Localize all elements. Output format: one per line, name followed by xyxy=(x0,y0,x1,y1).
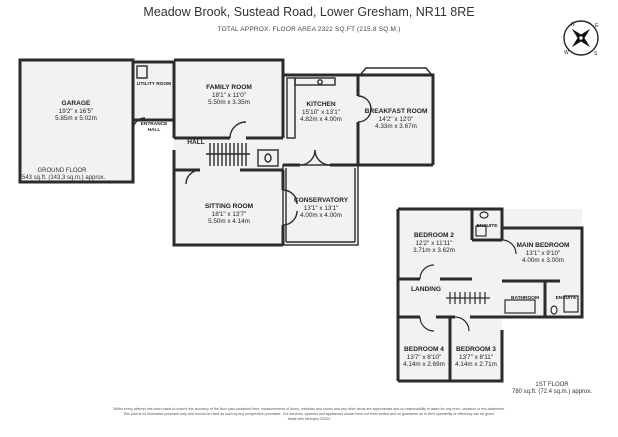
room-name-garage: GARAGE xyxy=(61,100,91,107)
room-name-hall: HALL xyxy=(187,139,205,146)
first-floor-area: 780 sq.ft. (72.4 sq.m.) approx. xyxy=(511,389,593,396)
room-dim-metric-conservatory: 4.00m x 4.00m xyxy=(300,212,342,220)
room-dim-imperial-bedroom-3: 13'7" x 8'11" xyxy=(458,353,494,361)
compass-letter-w: W xyxy=(564,50,569,56)
room-label-conservatory: CONSERVATORY 13'1" x 13'1" 4.00m x 4.00m xyxy=(294,197,348,220)
room-name-conservatory: CONSERVATORY xyxy=(293,197,349,204)
room-dim-imperial-conservatory: 13'1" x 13'1" xyxy=(303,204,339,212)
room-label-garage: GARAGE 19'2" x 16'5" 5.85m x 5.02m xyxy=(55,100,97,123)
room-label-bedroom-2: BEDROOM 2 12'2" x 11'11" 3.71m x 3.62m xyxy=(413,232,455,255)
room-label-bedroom-4: BEDROOM 4 13'7" x 8'10" 4.14m x 2.69m xyxy=(403,346,445,369)
room-label-hall: HALL xyxy=(187,139,205,147)
room-name-ensuite-1: ENSUITE xyxy=(476,224,498,229)
room-dim-imperial-main-bedroom: 13'1" x 9'10" xyxy=(525,249,561,257)
room-label-entrance-hall: ENTRANCE HALL xyxy=(141,122,168,133)
room-name-sitting: SITTING ROOM xyxy=(204,203,254,210)
room-name-entrance: ENTRANCE xyxy=(140,122,168,127)
room-name-kitchen: KITCHEN xyxy=(306,101,336,108)
ground-floor-name: GROUND FLOOR xyxy=(37,168,87,174)
room-name-breakfast: BREAKFAST ROOM xyxy=(364,108,428,115)
room-label-bedroom-3: BEDROOM 3 13'7" x 8'11" 4.14m x 2.71m xyxy=(455,346,497,369)
room-name-utility: UTILITY ROOM xyxy=(136,82,172,87)
first-floor-name: 1ST FLOOR xyxy=(535,382,569,388)
room-dim-metric-bedroom-3: 4.14m x 2.71m xyxy=(455,361,497,369)
room-name-bedroom-3: BEDROOM 3 xyxy=(456,346,496,353)
room-dim-imperial-breakfast: 14'2" x 12'0" xyxy=(378,115,414,123)
room-dim-metric-garage: 5.85m x 5.02m xyxy=(55,115,97,123)
property-address-title: Meadow Brook, Sustead Road, Lower Gresha… xyxy=(143,5,475,19)
room-dim-imperial-bedroom-4: 13'7" x 8'10" xyxy=(406,353,442,361)
room-name-bedroom-2: BEDROOM 2 xyxy=(414,232,454,239)
room-dim-imperial-family: 18'1" x 11'0" xyxy=(211,91,247,99)
room-name-bedroom-4: BEDROOM 4 xyxy=(404,346,444,353)
room-name-bathroom: BATHROOM xyxy=(511,296,539,301)
room-label-main-bedroom: MAIN BEDROOM 13'1" x 9'10" 4.00m x 3.00m xyxy=(516,242,569,265)
room-dim-imperial-bedroom-2: 12'2" x 11'11" xyxy=(415,239,453,247)
room-dim-metric-main-bedroom: 4.00m x 3.00m xyxy=(522,257,564,265)
room-dim-imperial-sitting: 18'1" x 13'7" xyxy=(211,210,247,218)
room-label-family-room: FAMILY ROOM 18'1" x 11'0" 5.50m x 3.35m xyxy=(206,84,252,107)
disclaimer-line-1: Whilst every attempt has been made to en… xyxy=(113,407,505,411)
room-dim-imperial-kitchen: 15'10" x 13'1" xyxy=(301,108,341,116)
room-name-entrance-hall: HALL xyxy=(147,127,161,133)
room-label-breakfast-room: BREAKFAST ROOM 14'2" x 12'0" 4.33m x 3.6… xyxy=(365,108,428,131)
room-dim-metric-bedroom-4: 4.14m x 2.69m xyxy=(403,361,445,369)
disclaimer-text: Whilst every attempt has been made to en… xyxy=(10,407,608,423)
room-label-kitchen: KITCHEN 15'10" x 13'1" 4.82m x 4.00m xyxy=(300,101,342,124)
room-dim-metric-bedroom-2: 3.71m x 3.62m xyxy=(413,247,455,255)
room-name-ensuite-2: ENSUITE xyxy=(555,296,577,301)
ground-floor-area: 1543 sq.ft. (143.3 sq.m.) approx. xyxy=(18,175,106,182)
room-dim-metric-breakfast: 4.33m x 3.67m xyxy=(375,123,417,131)
room-name-family: FAMILY ROOM xyxy=(206,84,252,91)
ground-floor-area-label: GROUND FLOOR 1543 sq.ft. (143.3 sq.m.) a… xyxy=(19,168,106,183)
room-name-main-bedroom: MAIN BEDROOM xyxy=(516,242,570,249)
compass-letter-e: E xyxy=(595,23,599,29)
room-dim-metric-kitchen: 4.82m x 4.00m xyxy=(300,116,342,124)
compass-letter-s: S xyxy=(594,51,598,57)
room-dim-imperial-garage: 19'2" x 16'5" xyxy=(58,107,94,115)
room-dim-metric-family: 5.50m x 3.35m xyxy=(208,99,250,107)
total-floor-area: TOTAL APPROX. FLOOR AREA 2322 SQ.FT (215… xyxy=(217,26,401,33)
disclaimer-line-2: This plan is for illustrative purposes o… xyxy=(123,412,495,417)
room-name-landing: LANDING xyxy=(410,286,442,293)
room-dim-metric-sitting: 5.50m x 4.14m xyxy=(208,218,250,226)
compass-rose-icon: N E S W xyxy=(563,20,599,57)
disclaimer-line-3: Made with Metropix ©2022 xyxy=(287,417,331,422)
compass-letter-n: N xyxy=(571,22,575,28)
first-floor-area-label: 1ST FLOOR 780 sq.ft. (72.4 sq.m.) approx… xyxy=(512,382,592,397)
room-label-sitting-room: SITTING ROOM 18'1" x 13'7" 5.50m x 4.14m xyxy=(205,203,253,226)
room-label-landing: LANDING xyxy=(411,286,441,294)
